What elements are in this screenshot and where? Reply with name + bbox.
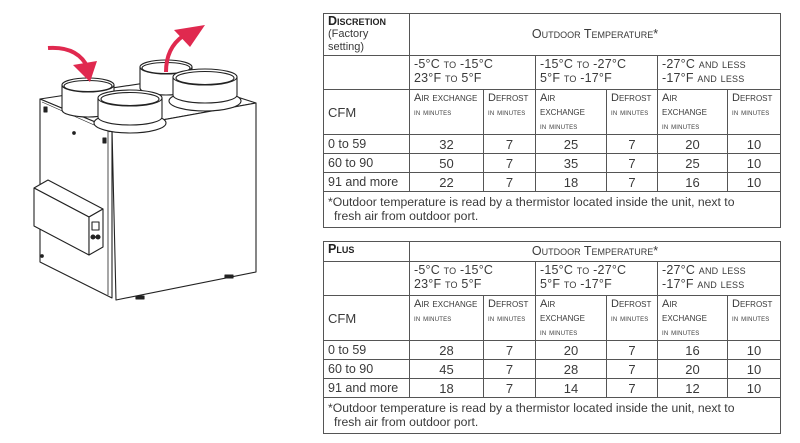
value-cell: 16	[657, 172, 728, 192]
duct-ports	[61, 59, 242, 134]
empty-cell	[323, 55, 410, 90]
table-row: 91 and more 22 7 18 7 16 10	[323, 172, 782, 192]
outdoor-temperature-header: Outdoor Temperature*	[408, 241, 782, 262]
mode-title: Discretion	[328, 14, 387, 28]
exhaust-arrowhead-icon	[174, 25, 205, 47]
value-cell: 10	[726, 378, 782, 398]
footnote: *Outdoor temperature is read by a thermi…	[322, 191, 782, 228]
value-cell: 10	[726, 172, 782, 192]
mode-header: Plus	[323, 241, 410, 262]
value-cell: 35	[535, 153, 607, 173]
value-cell: 22	[409, 172, 484, 192]
value-cell: 7	[606, 134, 658, 154]
exhaust-arrow-icon	[164, 34, 185, 73]
value-cell: 18	[409, 378, 484, 398]
value-cell: 14	[535, 378, 607, 398]
mode-subtitle: (Factory setting)	[328, 28, 369, 53]
table-row: 60 to 90 45 7 28 7 20 10	[323, 359, 782, 379]
value-cell: 10	[726, 359, 782, 379]
value-cell: 45	[409, 359, 484, 379]
ventilation-unit-illustration	[33, 25, 257, 301]
value-cell: 32	[409, 134, 484, 154]
discretion-defrost-table: Discretion (Factory setting) Outdoor Tem…	[322, 13, 782, 228]
cfm-range: 91 and more	[323, 172, 410, 192]
value-cell: 28	[409, 340, 484, 360]
value-cell: 12	[657, 378, 728, 398]
temp-range-3: -27°C and less-17°F and less	[656, 261, 782, 296]
cfm-range: 60 to 90	[323, 359, 410, 379]
footnote: *Outdoor temperature is read by a thermi…	[322, 397, 782, 434]
cfm-range: 0 to 59	[323, 134, 410, 154]
value-cell: 10	[726, 153, 782, 173]
cfm-range: 0 to 59	[323, 340, 410, 360]
value-cell: 16	[657, 340, 728, 360]
value-cell: 28	[535, 359, 607, 379]
cfm-column-header: CFM	[323, 295, 410, 341]
airflow-arrows	[47, 25, 205, 82]
table-row: 0 to 59 28 7 20 7 16 10	[323, 340, 782, 360]
value-cell: 20	[657, 134, 728, 154]
table-row: 60 to 90 50 7 35 7 25 10	[323, 153, 782, 173]
table-row: 0 to 59 32 7 25 7 20 10	[323, 134, 782, 154]
mode-header: Discretion (Factory setting)	[323, 13, 410, 56]
value-cell: 18	[535, 172, 607, 192]
value-cell: 7	[606, 153, 658, 173]
intake-arrowhead-icon	[73, 61, 97, 82]
value-cell: 7	[483, 378, 536, 398]
empty-cell	[323, 261, 410, 296]
value-cell: 7	[606, 359, 658, 379]
control-box	[33, 179, 104, 256]
value-cell: 7	[606, 340, 658, 360]
temp-range-3: -27°C and less-17°F and less	[656, 55, 782, 90]
value-cell: 7	[483, 134, 536, 154]
table-row: 91 and more 18 7 14 7 12 10	[323, 378, 782, 398]
value-cell: 25	[657, 153, 728, 173]
outdoor-temperature-header: Outdoor Temperature*	[408, 13, 782, 56]
value-cell: 7	[483, 153, 536, 173]
value-cell: 20	[535, 340, 607, 360]
cfm-column-header: CFM	[323, 89, 410, 135]
value-cell: 10	[726, 134, 782, 154]
value-cell: 50	[409, 153, 484, 173]
value-cell: 10	[726, 340, 782, 360]
value-cell: 7	[483, 172, 536, 192]
mode-title: Plus	[328, 242, 355, 256]
cfm-range: 60 to 90	[323, 153, 410, 173]
value-cell: 7	[483, 340, 536, 360]
cfm-range: 91 and more	[323, 378, 410, 398]
value-cell: 25	[535, 134, 607, 154]
value-cell: 20	[657, 359, 728, 379]
value-cell: 7	[483, 359, 536, 379]
value-cell: 7	[606, 172, 658, 192]
value-cell: 7	[606, 378, 658, 398]
